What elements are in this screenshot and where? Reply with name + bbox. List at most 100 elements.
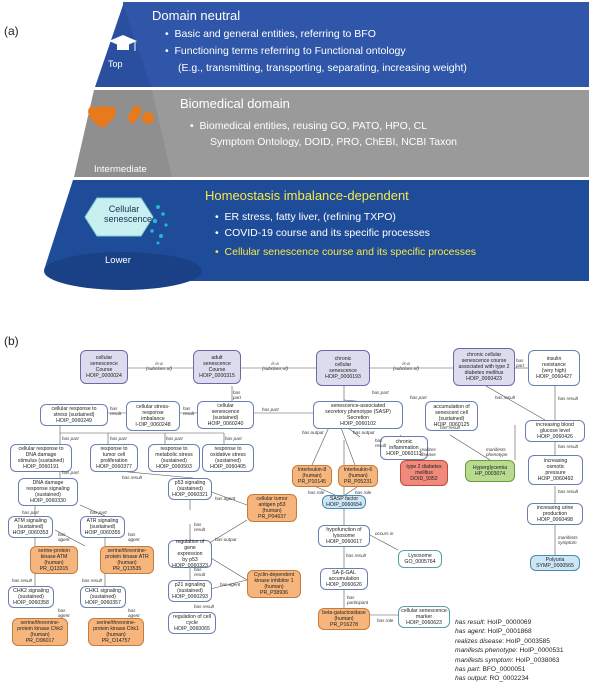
cone-base [44, 252, 202, 290]
bottom-section-title: Homeostasis imbalance-dependent [205, 188, 409, 203]
edge-label-has-part-4: has part [372, 390, 389, 395]
cell-particles-icon [150, 205, 168, 245]
node-interleukin-8: Interleukin-8(human)PR_P10145 [292, 465, 332, 487]
edge-label-occurs-in: occurs in [375, 531, 394, 536]
edge-label-has-result-14: has result [12, 578, 32, 583]
legend-item: has agent: HoIP_0001868 [455, 628, 532, 636]
edge-label-has-result-3: has result [495, 395, 515, 400]
bottom-bullet-2: • COVID-19 course and its specific proce… [215, 227, 430, 239]
top-section-title: Domain neutral [152, 8, 241, 23]
edge-label-has-output-2: has output [353, 430, 375, 435]
edge-label-has-role-1: has role [308, 490, 325, 495]
node-chk1-kinase: serine/threonine-protein kinase Chk1(hum… [88, 618, 144, 646]
relation-legend: has result: HoIP_0000069 has agent: HoIP… [455, 618, 564, 684]
edge-label-has-agent-1: has agent [215, 496, 236, 501]
node-atm-signaling: ATM signaling(sustained)HOIP_0060353 [8, 516, 53, 538]
hierarchy-cone-figure [44, 2, 589, 290]
legend-item: has result: HoIP_0000069 [455, 619, 532, 626]
node-chk2-signaling: CHK2 signaling(sustained)HOIP_0060358 [8, 586, 54, 608]
edge-label-has-agent-2: has agent [220, 582, 241, 587]
node-p21-signaling: p21 signaling(sustained)HOIP_0060293 [168, 580, 212, 602]
node-atr-kinase: serine/threonine-protein kinase ATR(huma… [100, 546, 154, 574]
node-chk2-kinase: serine/threonine-protein kinase Chk2(hum… [12, 618, 68, 646]
node-chk1-signaling: CHK1 signaling(sustained)HOIP_0060357 [80, 586, 126, 608]
legend-item: manifests symptom: HoIP_0038063 [455, 656, 560, 664]
top-bullet-1: • Basic and general entities, referring … [165, 28, 376, 40]
edge-label-has-part-10: has part [62, 470, 79, 475]
bottom-bullet-1: • ER stress, fatty liver, (refining TXPO… [215, 211, 396, 223]
edge-label-has-output-3: has output [215, 537, 237, 542]
edge-label-is-a-3: is-a(subclass of) [393, 361, 420, 371]
edge-label-has-part-3: has part [262, 407, 279, 412]
cone-label-top: Top [108, 59, 123, 69]
node-interleukin-6: Interleukin-6(human)PR_P05231 [338, 465, 378, 487]
edge-label-has-result-13: has result [558, 489, 578, 494]
top-bullet-3: (E.g., transmitting, transporting, separ… [178, 62, 467, 74]
edge-label-is-a-2: is-a(subclass of) [262, 361, 289, 371]
cone-label-intermediate: Intermediate [94, 164, 147, 175]
middle-band [123, 90, 589, 177]
heart-organ-icon [88, 105, 116, 128]
edge-label-has-result-15: has result [82, 578, 102, 583]
edge-label-has-role-2: has role [355, 490, 372, 495]
node-atr-signaling: ATR signaling(sustained)HOIP_0060355 [80, 516, 125, 538]
edge-label-has-part-9: has part [225, 436, 242, 441]
edge-label-has-part-11: has part [22, 510, 39, 515]
edge-label-has-result-7: has result [558, 444, 578, 449]
node-p53-signaling: p53 signaling(sustained)HOIP_0060321 [168, 478, 212, 500]
legend-item: realizes disease: HoIP_0003585 [455, 637, 550, 645]
edge-label-has-part-8: has part [166, 436, 183, 441]
panel-b-label: (b) [4, 334, 19, 348]
legend-item: manifests phenotype: HoIP_0000531 [455, 647, 564, 655]
edge-label-has-result-12: has result [346, 553, 366, 558]
edge-label-has-result-8: has result [122, 475, 142, 480]
node-beta-galactosidase: beta-galactosidase(human)PR_P16278 [318, 608, 370, 630]
pills-icon [127, 105, 154, 124]
edge-label-has-role-3: has role [377, 618, 394, 623]
edge-label-has-result-5: has result [440, 425, 460, 430]
middle-section-title: Biomedical domain [180, 96, 290, 111]
edge-label-has-part-6: has part [62, 436, 79, 441]
middle-bullet-2: Symptom Ontology, DOID, PRO, ChEBI, NCBI… [210, 136, 458, 148]
cell-label: Cellular senescence [104, 204, 153, 224]
edge-label-has-result-11: has result [194, 604, 214, 609]
edge-label-has-part-5: has part [410, 395, 427, 400]
graduation-cap-icon [109, 35, 137, 51]
cone-label-lower: Lower [105, 255, 131, 266]
